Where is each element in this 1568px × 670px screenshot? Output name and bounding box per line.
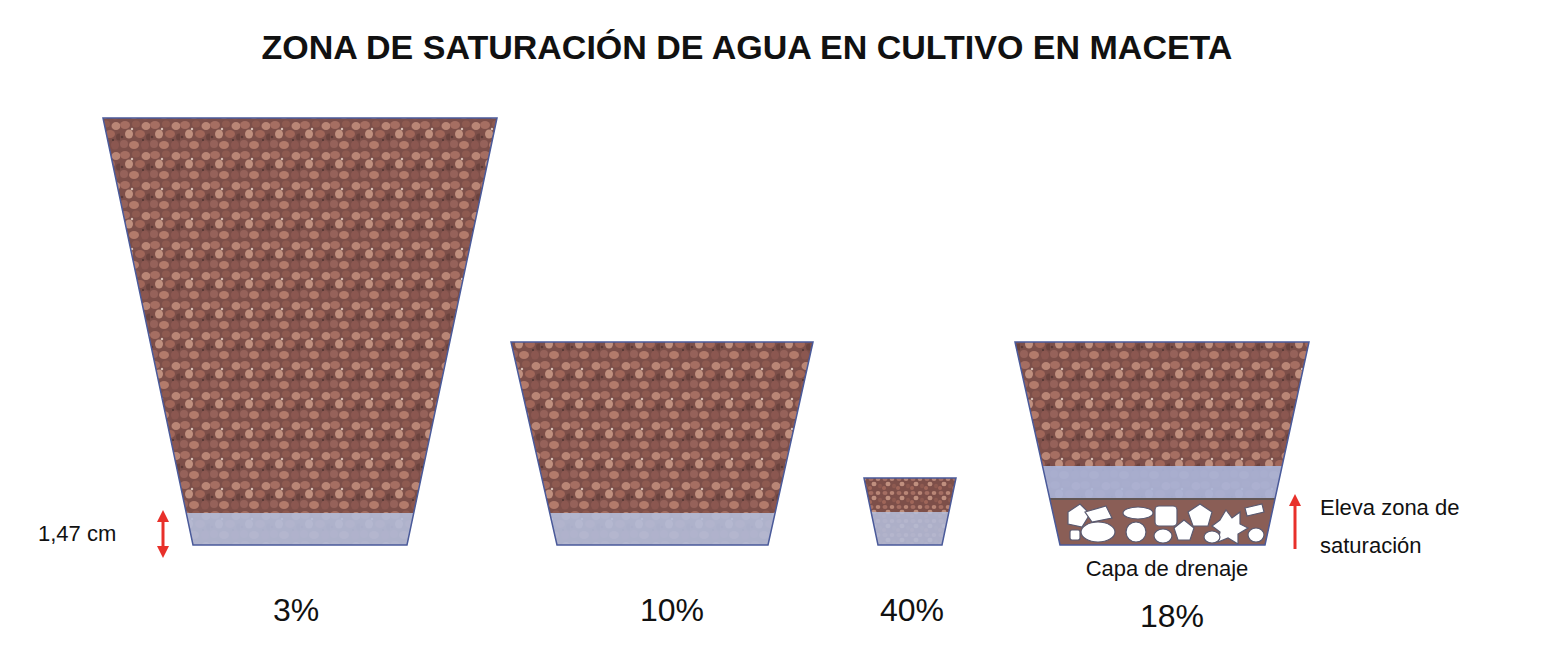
pot-large <box>100 115 500 550</box>
dimension-arrow <box>162 516 165 552</box>
percentage-label: 18% <box>1140 598 1204 635</box>
dimension-label: 1,47 cm <box>38 521 116 546</box>
percentage-label: 40% <box>880 592 944 629</box>
diagram-title: ZONA DE SATURACIÓN DE AGUA EN CULTIVO EN… <box>262 28 1233 67</box>
pot-drainage <box>1010 338 1315 550</box>
raise-arrow <box>1294 500 1297 549</box>
drainage-stones <box>1068 504 1264 544</box>
layer-label: Capa de drenaje <box>1086 556 1249 581</box>
pot-small <box>860 474 960 549</box>
pot-medium <box>505 338 820 550</box>
percentage-label: 3% <box>273 592 319 629</box>
note-label: Eleva zona de saturación <box>1320 489 1495 565</box>
percentage-label: 10% <box>640 592 704 629</box>
